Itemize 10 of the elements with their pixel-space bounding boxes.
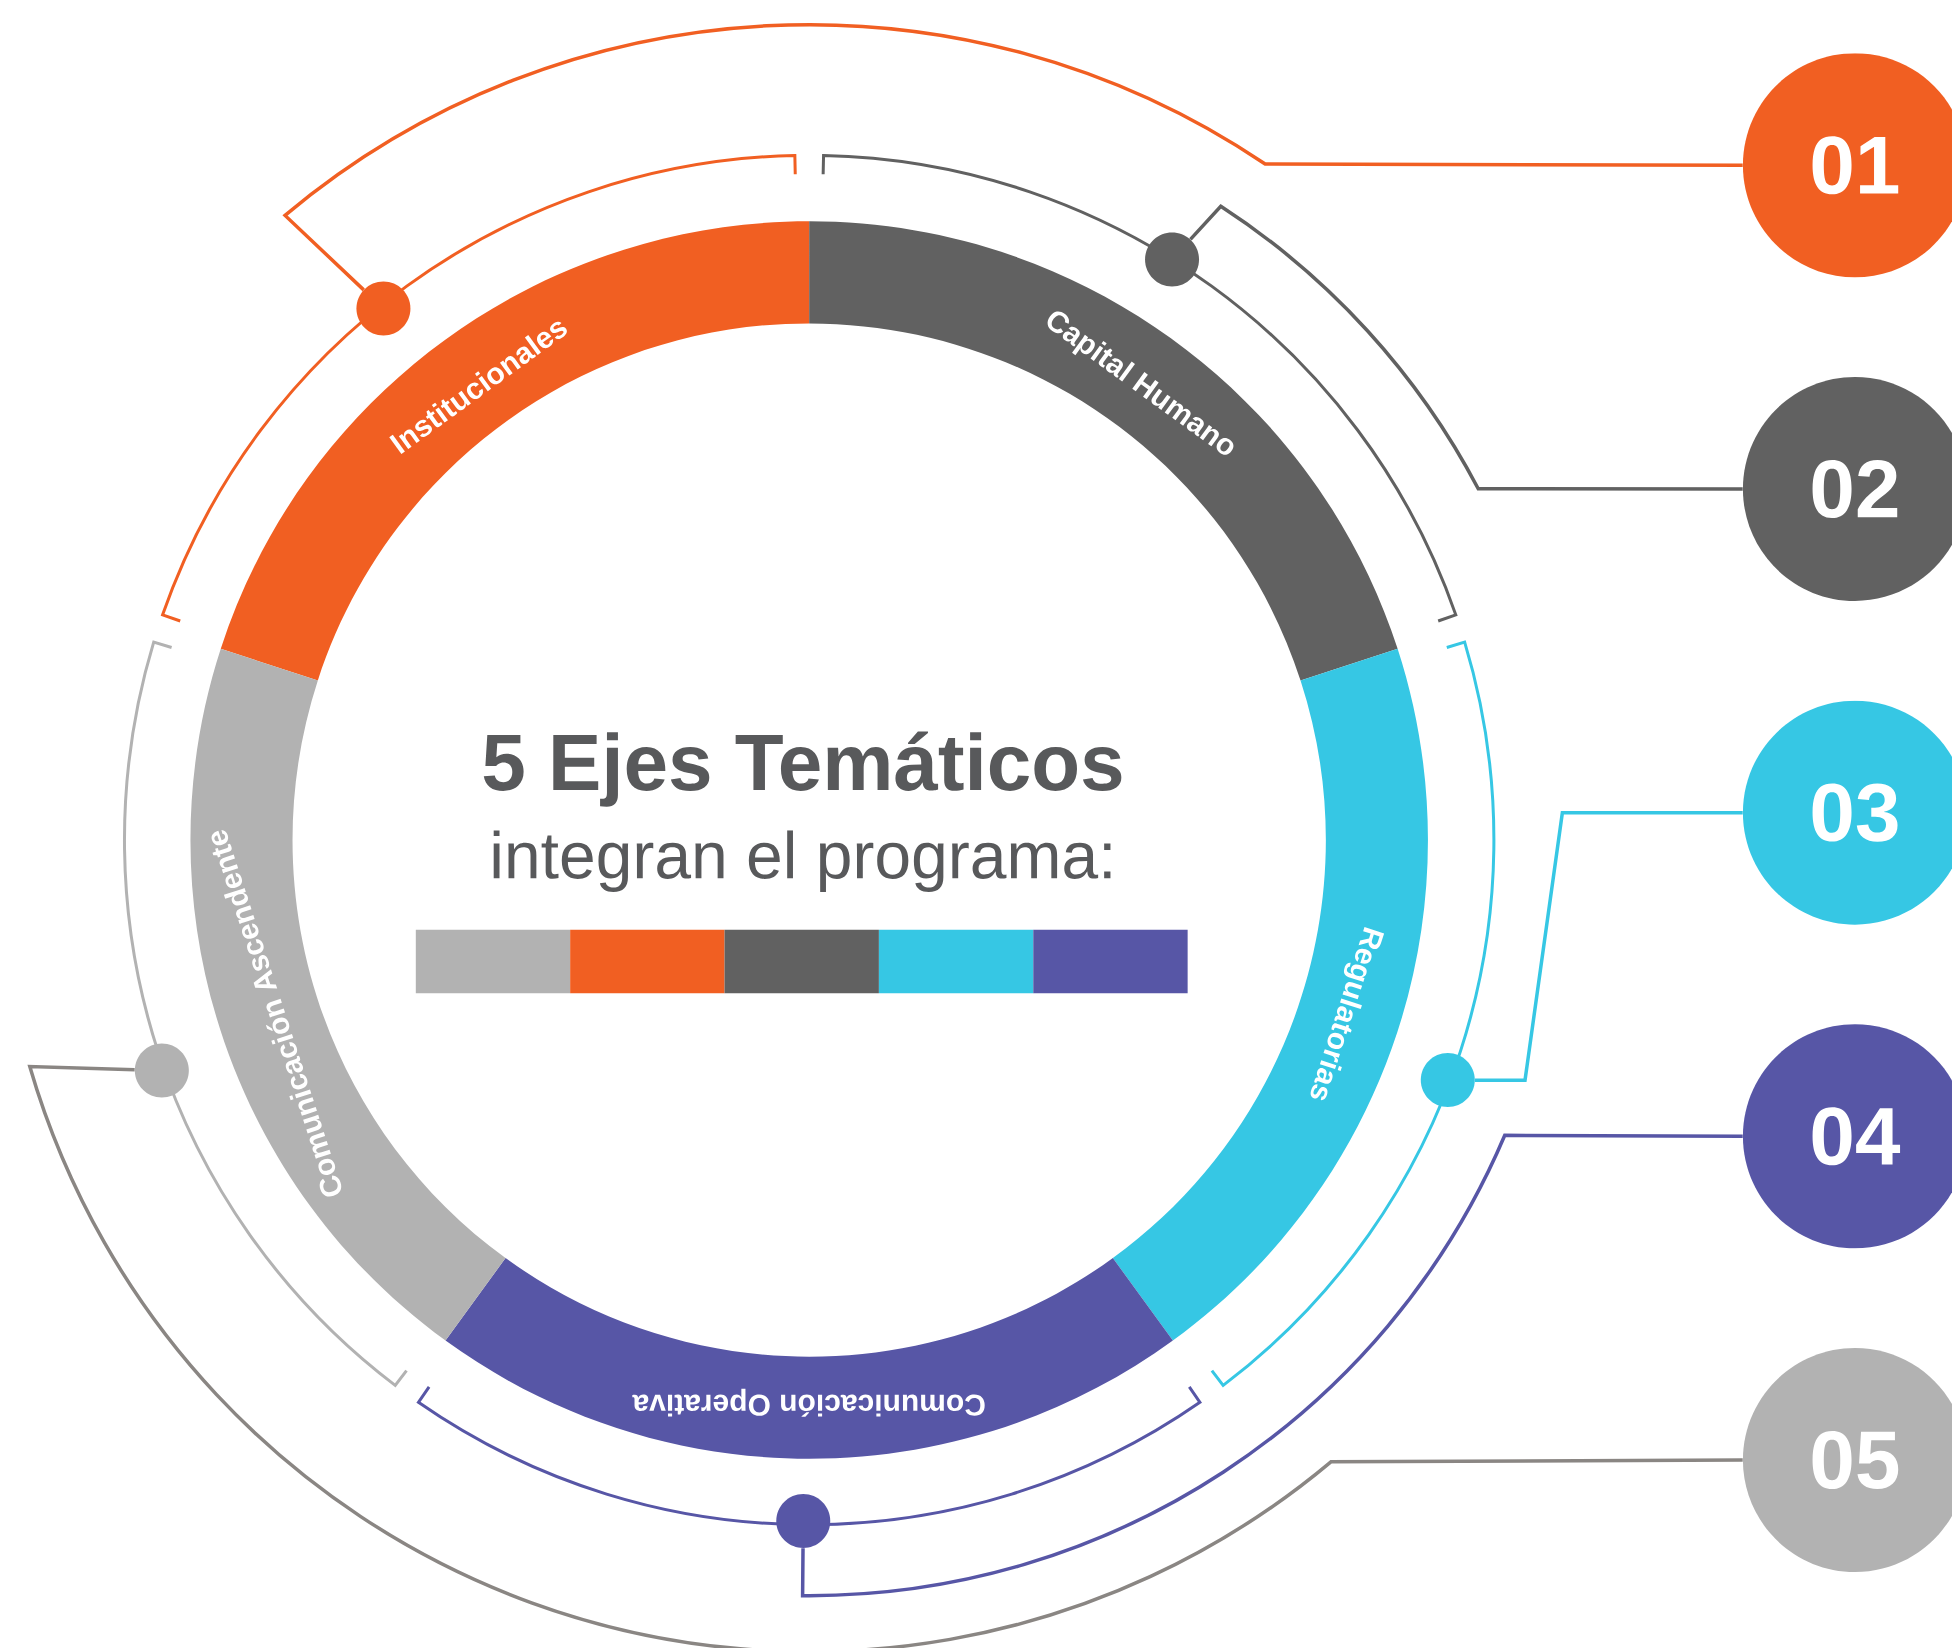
dot — [1145, 232, 1200, 287]
connector-line — [1474, 810, 1743, 1083]
ring-segment: Comunicación Operativa — [445, 1258, 1173, 1459]
connector-line — [28, 1064, 1743, 1648]
connector-line — [283, 24, 1743, 292]
dot — [134, 1043, 189, 1098]
connector-line — [1189, 204, 1743, 491]
dot — [776, 1493, 831, 1548]
dot — [1420, 1053, 1475, 1108]
connector-line — [800, 1133, 1743, 1598]
